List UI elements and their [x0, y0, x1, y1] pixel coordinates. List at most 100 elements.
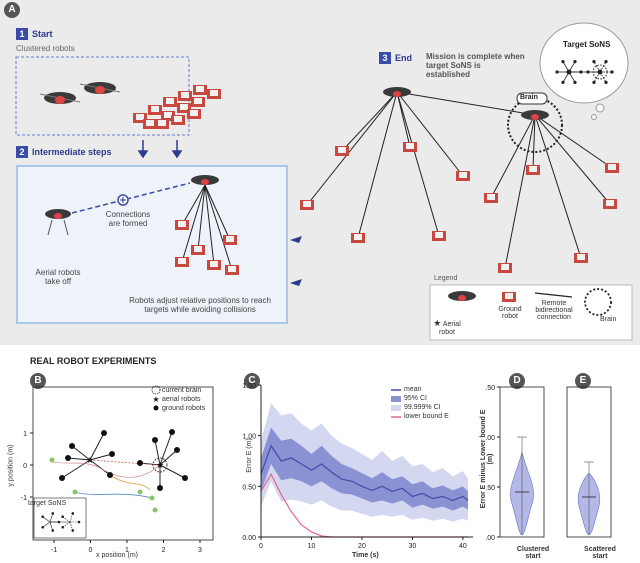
x-tick-label: 10	[308, 543, 316, 550]
intermediate-box	[16, 165, 288, 324]
node	[561, 60, 565, 64]
x-tick-label: 0	[259, 543, 263, 550]
panel-d-letter: D	[509, 373, 525, 389]
node	[604, 80, 608, 84]
panel-d-category: Clustered start	[516, 546, 550, 560]
start-marker	[152, 507, 158, 513]
legend-aerial-label: ★ Aerial robot	[433, 318, 461, 336]
panel-c-legend-mean: mean	[404, 386, 422, 393]
y-tick-label: 0.50	[242, 484, 256, 491]
start-marker	[137, 489, 143, 495]
y-tick-label: 1.00	[485, 435, 495, 442]
inset-node	[51, 512, 55, 515]
node	[573, 80, 577, 84]
y-tick-label: 1.50	[242, 383, 256, 390]
trajectory	[89, 459, 161, 466]
aerial-robot-marker: ★	[86, 455, 94, 465]
inset-node	[61, 525, 65, 529]
inset-node	[71, 512, 75, 515]
legend-connection-label: Remote bidirectional connection	[535, 300, 573, 321]
connection-line	[197, 184, 206, 251]
y-tick-label: 1	[23, 431, 27, 438]
trajectory	[74, 491, 153, 499]
legend-brain-marker	[151, 385, 161, 395]
legend-ground-marker	[153, 405, 159, 411]
connection-line	[181, 184, 206, 226]
panel-de-chart: 0.000.501.001.50	[485, 385, 612, 542]
connection-line	[181, 184, 206, 263]
inset-node	[41, 515, 45, 519]
connection-line	[534, 114, 611, 205]
node	[592, 80, 596, 84]
panel-a-diagram	[15, 22, 633, 341]
current-brain-marker	[152, 457, 168, 473]
connection-line	[357, 91, 398, 239]
legend-ci99-swatch	[391, 405, 401, 411]
x-tick-label: -1	[51, 547, 57, 554]
start-marker	[49, 457, 55, 463]
inset-node	[77, 520, 81, 524]
inset-node	[71, 529, 75, 532]
ground-robot-marker	[152, 437, 158, 443]
intermediate-hub-robot	[191, 175, 219, 185]
clustered-aerial-robots	[39, 82, 121, 104]
panel-c-letter: C	[244, 373, 260, 389]
legend-ci95-swatch	[391, 396, 401, 402]
panel-e-category: Scattered start	[584, 546, 616, 560]
connection-line	[534, 114, 582, 259]
y-tick-label: 0.00	[242, 535, 256, 542]
x-tick-label: 3	[198, 547, 202, 554]
x-tick-label: 0	[89, 547, 93, 554]
y-tick-label: 0.00	[485, 535, 495, 542]
panel-b-letter: B	[30, 373, 46, 389]
panel-c-legend-ci99: 99.999% CI	[404, 404, 441, 411]
intermediate-aerial-robot	[45, 209, 71, 236]
y-tick-label: -1	[21, 495, 27, 502]
inset-node	[41, 525, 45, 529]
connection-line	[396, 91, 464, 177]
inset-node	[61, 515, 65, 519]
ground-robot-marker	[109, 451, 115, 457]
panel-b-xlabel: x position (m)	[96, 552, 139, 559]
connection-line	[306, 91, 398, 206]
panel-b-inset-label: target SoNS	[28, 500, 67, 507]
connection-line	[204, 184, 215, 266]
panel-b-legend-ground: ground robots	[162, 405, 206, 412]
target-sons-mini	[555, 60, 614, 84]
section-title: REAL ROBOT EXPERIMENTS	[30, 356, 157, 366]
start-marker	[149, 495, 155, 501]
series-line-mean	[260, 444, 469, 502]
connection-line	[396, 91, 440, 237]
aerial-robot-marker: ★	[156, 460, 164, 470]
y-tick-label: 1.00	[242, 434, 256, 441]
ground-robot-marker	[107, 472, 113, 478]
connection-line	[204, 184, 233, 271]
ground-robot-marker	[174, 447, 180, 453]
connection-line	[204, 184, 231, 241]
x-tick-label: 2	[162, 547, 166, 554]
connection-line	[532, 114, 536, 171]
ground-robot-marker	[69, 443, 75, 449]
node	[604, 60, 608, 64]
end-network	[300, 87, 619, 273]
x-tick-label: 20	[358, 543, 366, 550]
brain-label-box	[516, 92, 548, 105]
connection-line	[396, 91, 536, 116]
adjust-text: Robots adjust relative positions to reac…	[129, 296, 271, 314]
start-marker	[72, 489, 78, 495]
intermediate-links	[175, 184, 239, 275]
ground-robot-marker	[182, 475, 188, 481]
node	[610, 70, 614, 74]
y-tick-label: 0.50	[485, 485, 495, 492]
aerial-takeoff-text: Aerial robots take off	[35, 268, 81, 286]
ground-robot-marker	[169, 429, 175, 435]
right-arrows	[290, 236, 302, 286]
ground-robot-marker	[137, 460, 143, 466]
target-sons-title: Target SoNS	[563, 40, 611, 49]
